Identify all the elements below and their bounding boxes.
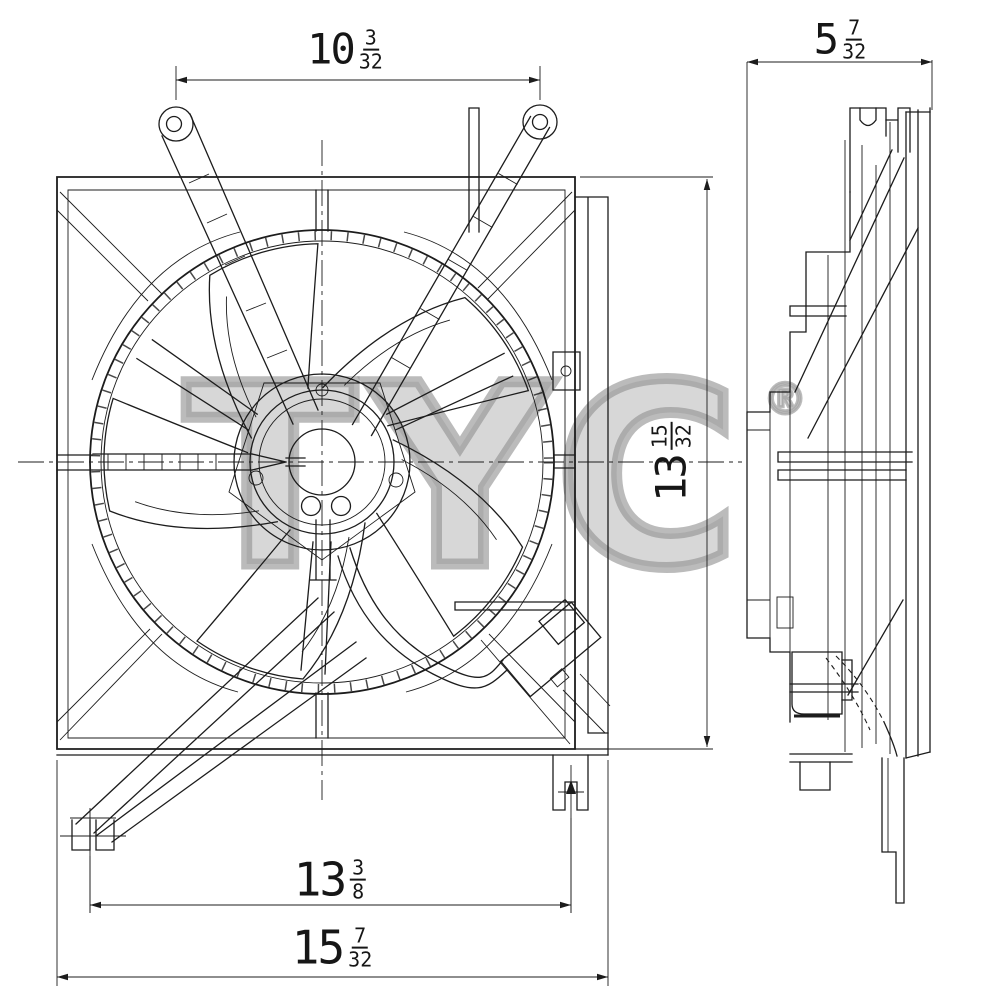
fan-hub: [92, 373, 416, 581]
front-view: [56, 104, 611, 851]
left-mount-hole: [165, 115, 183, 133]
side-view: [746, 107, 931, 904]
wire-connector: [337, 547, 611, 734]
motor-struts: [133, 337, 517, 675]
mounting-feet: [60, 597, 589, 851]
fan-ring: [89, 229, 555, 695]
watermark-logo: TYC®: [179, 347, 808, 608]
centerlines: [18, 140, 742, 913]
mounting-arms: [158, 104, 558, 437]
watermark-text: TYC: [179, 332, 754, 623]
dimension-lines: [56, 58, 933, 986]
right-mount-hole: [531, 113, 549, 131]
fan-blades: [76, 212, 552, 680]
shroud-outline: [56, 107, 609, 756]
